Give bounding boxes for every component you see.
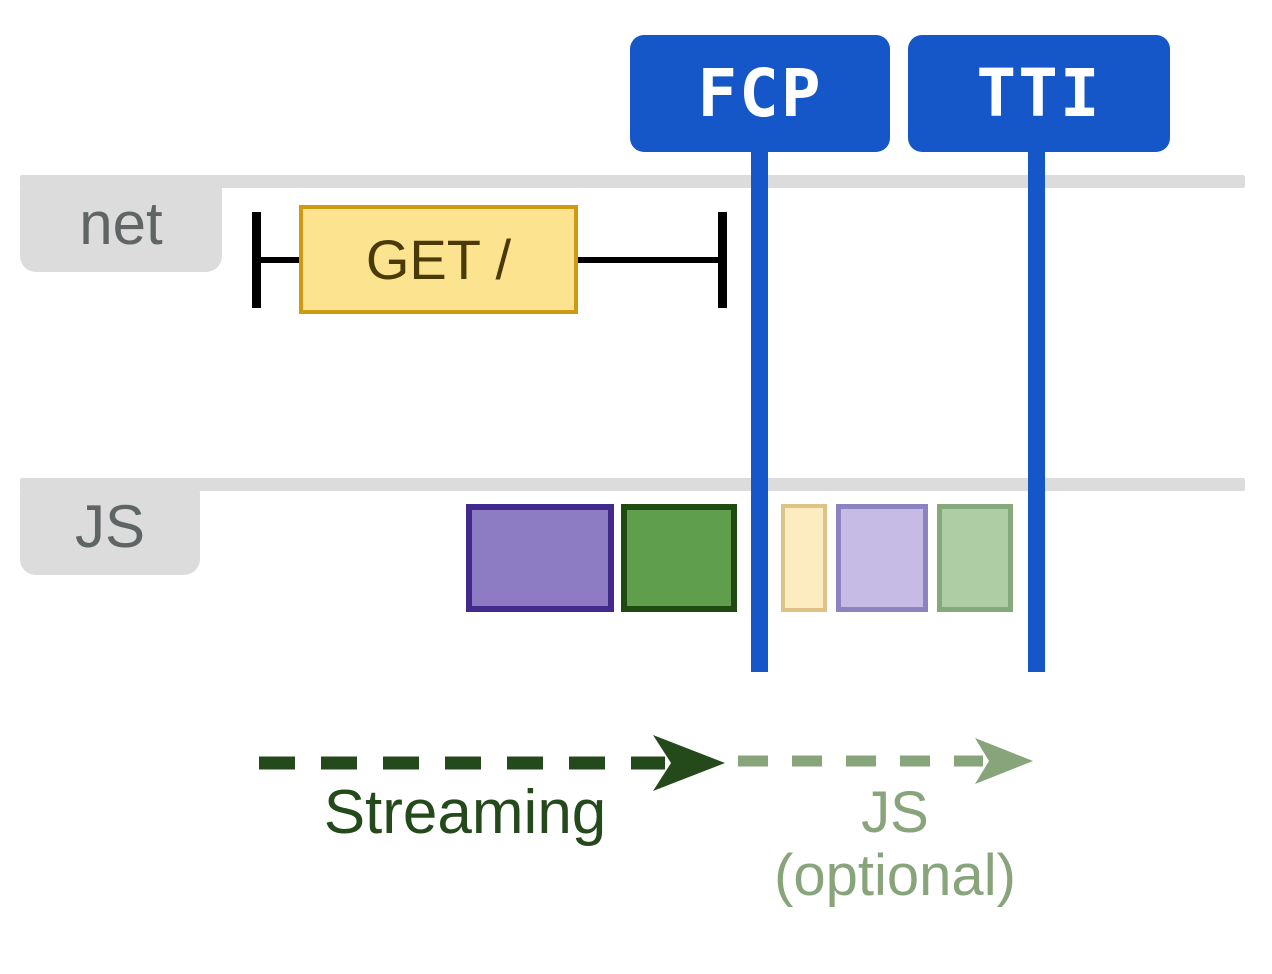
streaming-phase-arrow (255, 733, 725, 798)
row-label-net-text: net (79, 189, 163, 257)
request-connector-left (252, 257, 308, 263)
fcp-badge-label: FCP (697, 54, 823, 132)
tti-badge-label: TTI (976, 54, 1102, 132)
streaming-arrow-icon (259, 735, 725, 791)
streaming-phase-caption: Streaming (323, 778, 607, 847)
network-request-bar[interactable]: GET / (299, 205, 578, 314)
tti-marker-badge[interactable]: TTI (908, 35, 1170, 152)
fcp-marker-badge[interactable]: FCP (630, 35, 890, 152)
js-task-green[interactable] (621, 504, 737, 612)
row-label-js: JS (20, 478, 200, 575)
fcp-marker-line (751, 96, 768, 672)
js-optional-phase-caption: JS (optional) (774, 780, 1016, 908)
js-optional-arrow-icon (738, 738, 1033, 784)
tti-marker-line (1028, 96, 1045, 672)
js-task-purple[interactable] (466, 504, 614, 612)
request-connector-right (572, 257, 724, 263)
row-label-js-text: JS (74, 492, 146, 560)
js-optional-phase-arrow (735, 735, 1035, 792)
js-task-yellow-faded[interactable] (781, 504, 827, 612)
network-request-label: GET / (365, 227, 512, 291)
net-track-rail (20, 175, 1245, 188)
row-label-net: net (20, 175, 222, 272)
js-task-green-faded[interactable] (937, 504, 1013, 612)
js-task-purple-faded[interactable] (836, 504, 928, 612)
js-track-rail (20, 478, 1245, 491)
